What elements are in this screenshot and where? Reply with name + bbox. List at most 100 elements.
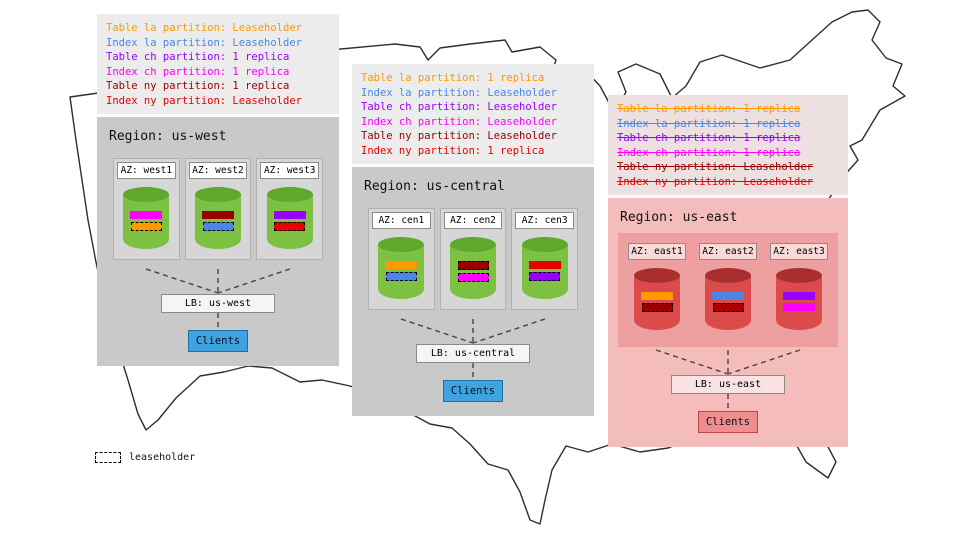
az-label: AZ: east2: [699, 243, 757, 260]
az-label: AZ: west2: [188, 162, 248, 179]
az-row: AZ: east1 AZ: east2 AZ: east3: [618, 233, 838, 347]
partition-index-ch: [457, 273, 489, 282]
database-cylinder: [195, 187, 241, 249]
az-column: AZ: west1: [113, 158, 180, 260]
clients-connector-line: [472, 363, 474, 378]
annotation-line: Index ch partition: Leaseholder: [361, 115, 557, 128]
az-column: AZ: east3: [766, 239, 832, 341]
partition-table-ch: [529, 272, 561, 281]
leaseholder-swatch-icon: [95, 452, 121, 463]
az-label: AZ: west3: [260, 162, 320, 179]
clients-connector-line: [217, 313, 219, 328]
database-cylinder: [776, 268, 822, 330]
annotation-line: Index ch partition: 1 replica: [617, 146, 801, 159]
load-balancer-box-us-east: LB: us-east: [671, 375, 785, 394]
az-column: AZ: east1: [624, 239, 690, 341]
partition-index-la: [385, 272, 417, 281]
lb-connector-lines: [400, 318, 546, 344]
region-title: Region: us-central: [364, 179, 505, 194]
partition-table-ch: [783, 292, 815, 300]
partition-index-ny: [712, 303, 744, 312]
partition-table-ny: [641, 303, 673, 312]
partition-index-ny: [274, 222, 306, 231]
partition-index-ch: [783, 303, 815, 311]
region-title: Region: us-east: [620, 210, 738, 225]
annotation-line: Table la partition: 1 replica: [361, 72, 545, 84]
az-label: AZ: east1: [628, 243, 686, 260]
annotation-line: Table la partition: 1 replica: [617, 103, 801, 115]
legend-label: leaseholder: [129, 452, 196, 463]
database-cylinder: [705, 268, 751, 330]
database-cylinder: [378, 237, 425, 299]
load-balancer-box-us-west: LB: us-west: [161, 294, 275, 313]
lb-connector-lines: [655, 349, 801, 375]
annotation-line: Index ny partition: 1 replica: [361, 144, 545, 157]
partition-bars: [267, 208, 313, 234]
annotation-line: Index la partition: Leaseholder: [361, 86, 557, 99]
az-column: AZ: west3: [256, 158, 324, 260]
partition-bars: [634, 289, 680, 315]
clients-box-us-west: Clients: [188, 330, 248, 352]
partition-bars: [705, 289, 751, 315]
database-cylinder: [266, 187, 313, 249]
annotation-line: Table ch partition: 1 replica: [106, 51, 290, 63]
az-row: AZ: cen1 AZ: cen2 AZ: cen3: [362, 202, 584, 316]
partition-index-la: [712, 292, 744, 300]
partition-bars: [123, 208, 169, 234]
az-column: AZ: east2: [695, 239, 761, 341]
clients-connector-line: [727, 394, 729, 409]
az-column: AZ: cen2: [439, 208, 507, 310]
partition-table-ny: [457, 261, 489, 270]
partition-table-la: [641, 292, 673, 300]
lb-connector-lines: [145, 268, 291, 294]
az-label: AZ: west1: [117, 162, 176, 179]
annotation-line: Index ny partition: Leaseholder: [617, 175, 813, 188]
database-cylinder: [123, 187, 170, 249]
database-cylinder: [521, 237, 568, 299]
database-cylinder: [634, 268, 680, 330]
annotation-line: Table ch partition: 1 replica: [617, 132, 801, 144]
annotation-line: Table ny partition: 1 replica: [106, 80, 290, 92]
az-label: AZ: cen2: [443, 212, 503, 229]
legend: leaseholder: [95, 452, 195, 463]
az-row: AZ: west1 AZ: west2 AZ: west3: [107, 152, 329, 266]
az-label: AZ: cen1: [372, 212, 431, 229]
partition-bars: [195, 208, 241, 234]
az-column: AZ: west2: [184, 158, 252, 260]
clients-box-us-east: Clients: [698, 411, 758, 433]
annotation-line: Table ny partition: Leaseholder: [361, 130, 557, 142]
partition-table-ny: [202, 211, 234, 219]
partition-bars: [776, 289, 822, 314]
annotation-line: Index la partition: Leaseholder: [106, 36, 302, 49]
region-title: Region: us-west: [109, 129, 227, 144]
annotation-line: Index ny partition: Leaseholder: [106, 94, 302, 107]
partition-index-ch: [130, 211, 163, 219]
annotation-line: Table ch partition: Leaseholder: [361, 101, 557, 113]
annotation-line: Table ny partition: Leaseholder: [617, 161, 813, 173]
partition-table-la: [130, 222, 162, 231]
partition-bars: [522, 258, 568, 284]
az-column: AZ: cen3: [511, 208, 579, 310]
az-label: AZ: cen3: [515, 212, 575, 229]
load-balancer-box-us-central: LB: us-central: [416, 344, 530, 363]
az-label: AZ: east3: [770, 243, 828, 260]
partition-index-ny: [528, 261, 561, 269]
az-column: AZ: cen1: [368, 208, 435, 310]
database-cylinder: [450, 237, 496, 299]
annotation-line: Index ch partition: 1 replica: [106, 65, 290, 78]
partition-bars: [378, 258, 424, 284]
annotation-line: Table la partition: Leaseholder: [106, 22, 302, 34]
partition-table-la: [385, 261, 418, 269]
partition-index-la: [202, 222, 234, 231]
partition-bars: [450, 258, 496, 285]
clients-box-us-central: Clients: [443, 380, 503, 402]
annotation-line: Index la partition: 1 replica: [617, 117, 801, 130]
